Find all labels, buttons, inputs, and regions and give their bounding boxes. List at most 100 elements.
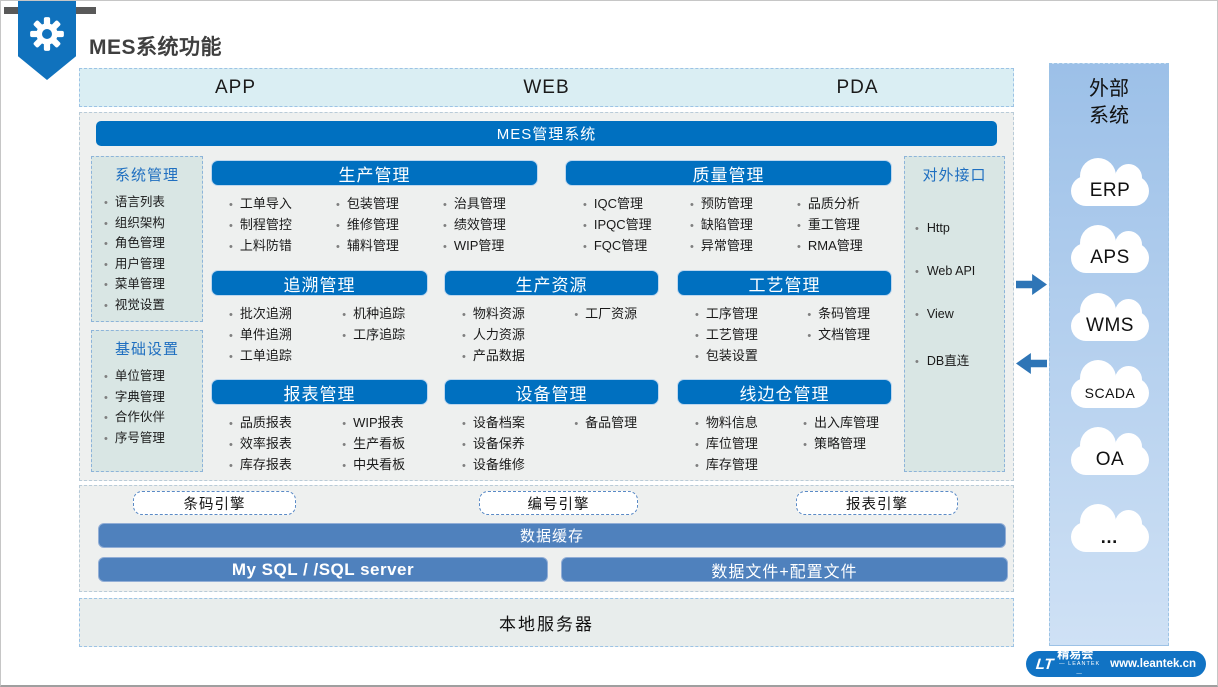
- bullet-item: 绩效管理: [443, 215, 538, 236]
- box-title: 对外接口: [922, 167, 987, 184]
- bullet-item: 工厂资源: [574, 304, 659, 325]
- module-production-management: 生产管理 工单导入 制程管控 上料防错 包装管理 维修管理 辅料管理 治具管理 …: [211, 160, 538, 257]
- bullet-item: 库存管理: [695, 455, 791, 476]
- bullet-list: 设备档案 设备保养 设备维修: [450, 413, 562, 476]
- cloud-label: WMS: [1086, 315, 1134, 336]
- bullet-list: 条码管理 文档管理: [795, 304, 892, 367]
- bullet-list: 备品管理: [562, 413, 659, 476]
- module-lineside-warehouse: 线边仓管理 物料信息 库位管理 库存管理 出入库管理 策略管理: [677, 379, 892, 476]
- module-header: 生产资源: [444, 270, 659, 296]
- arrow-right-icon: [1016, 274, 1047, 295]
- bullet-item: WIP报表: [342, 413, 428, 434]
- bullet-item: 效率报表: [229, 434, 330, 455]
- bullet-item: 缺陷管理: [690, 215, 785, 236]
- bullet-item: FQC管理: [583, 236, 678, 257]
- bullet-list: IQC管理 IPQC管理 FQC管理: [571, 194, 678, 257]
- client-web-label: WEB: [523, 76, 570, 98]
- bullet-item: 批次追溯: [229, 304, 330, 325]
- bullet-item: 策略管理: [803, 434, 892, 455]
- bullet-item: 单件追溯: [229, 325, 330, 346]
- bullet-item: View: [915, 307, 1004, 321]
- cloud-erp: ERP: [1071, 158, 1149, 206]
- bullet-item: 字典管理: [104, 388, 202, 409]
- bullet-item: 机种追踪: [342, 304, 428, 325]
- module-header: 质量管理: [565, 160, 892, 186]
- bullet-item: 重工管理: [797, 215, 892, 236]
- report-engine: 报表引擎: [796, 491, 958, 515]
- cloud-wms: WMS: [1071, 293, 1149, 341]
- cloud-oa: OA: [1071, 427, 1149, 475]
- module-header: 线边仓管理: [677, 379, 892, 405]
- bullet-list: 包装管理 维修管理 辅料管理: [324, 194, 431, 257]
- bullet-item: 异常管理: [690, 236, 785, 257]
- bullet-list: 品质报表 效率报表 库存报表: [217, 413, 330, 476]
- module-header: 报表管理: [211, 379, 428, 405]
- bullet-item: 库存报表: [229, 455, 330, 476]
- bullet-item: 物料资源: [462, 304, 562, 325]
- gear-badge: [18, 1, 76, 80]
- bullet-item: 物料信息: [695, 413, 791, 434]
- data-cache-bar: 数据缓存: [98, 523, 1006, 548]
- module-header: 生产管理: [211, 160, 538, 186]
- box-external-interface: 对外接口 Http Web API View DB直连: [904, 156, 1005, 472]
- barcode-engine: 条码引擎: [133, 491, 296, 515]
- client-layer-bar: APP WEB PDA: [79, 68, 1014, 107]
- cloud-scada: SCADA: [1071, 360, 1149, 408]
- database-bar: My SQL / /SQL server: [98, 557, 548, 582]
- cloud-aps: APS: [1071, 225, 1149, 273]
- bullet-list: 物料资源 人力资源 产品数据: [450, 304, 562, 367]
- brand-name: 精易会: [1057, 647, 1094, 661]
- bullet-item: 工序管理: [695, 304, 795, 325]
- bullet-item: 用户管理: [104, 255, 202, 276]
- bullet-list: Http Web API View DB直连: [905, 221, 1004, 369]
- bullet-item: WIP管理: [443, 236, 538, 257]
- numbering-engine: 编号引擎: [479, 491, 638, 515]
- module-production-resources: 生产资源 物料资源 人力资源 产品数据 工厂资源: [444, 270, 659, 367]
- bullet-list: 批次追溯 单件追溯 工单追踪: [217, 304, 330, 367]
- bullet-list: 工序管理 工艺管理 包装设置: [683, 304, 795, 367]
- bullet-list: 工单导入 制程管控 上料防错: [217, 194, 324, 257]
- module-report-management: 报表管理 品质报表 效率报表 库存报表 WIP报表 生产看板 中央看板: [211, 379, 428, 476]
- bullet-item: 生产看板: [342, 434, 428, 455]
- box-title: 基础设置: [114, 341, 179, 358]
- bullet-list: 品质分析 重工管理 RMA管理: [785, 194, 892, 257]
- module-header: 追溯管理: [211, 270, 428, 296]
- mes-system-header: MES管理系统: [96, 121, 997, 146]
- bullet-item: 工序追踪: [342, 325, 428, 346]
- bullet-item: 备品管理: [574, 413, 659, 434]
- cloud-label: SCADA: [1084, 385, 1136, 401]
- bullet-item: 预防管理: [690, 194, 785, 215]
- external-systems-panel: 外部 系统 ERP APS WMS SCADA OA …: [1049, 63, 1169, 646]
- external-systems-title: 外部 系统: [1089, 78, 1129, 127]
- brand-subtitle: — LEANTEK —: [1059, 661, 1101, 677]
- bullet-item: 辅料管理: [336, 236, 431, 257]
- bullet-item: 工艺管理: [695, 325, 795, 346]
- bullet-item: 单位管理: [104, 367, 202, 388]
- bullet-item: 人力资源: [462, 325, 562, 346]
- bullet-item: 出入库管理: [803, 413, 892, 434]
- bullet-item: 序号管理: [104, 429, 202, 450]
- bullet-item: 角色管理: [104, 234, 202, 255]
- bullet-item: 上料防错: [229, 236, 324, 257]
- box-system-management: 系统管理 语言列表 组织架构 角色管理 用户管理 菜单管理 视觉设置: [91, 156, 203, 322]
- bullet-list: 机种追踪 工序追踪: [330, 304, 428, 367]
- bullet-item: 设备保养: [462, 434, 562, 455]
- bullet-item: RMA管理: [797, 236, 892, 257]
- bullet-item: 中央看板: [342, 455, 428, 476]
- bullet-item: Http: [915, 221, 1004, 235]
- client-app-label: APP: [214, 76, 257, 98]
- bullet-item: 品质分析: [797, 194, 892, 215]
- cloud-label: …: [1100, 526, 1120, 547]
- client-pda-label: PDA: [836, 76, 879, 98]
- bullet-item: IQC管理: [583, 194, 678, 215]
- module-equipment-management: 设备管理 设备档案 设备保养 设备维修 备品管理: [444, 379, 659, 476]
- module-quality-management: 质量管理 IQC管理 IPQC管理 FQC管理 预防管理 缺陷管理 异常管理 品…: [565, 160, 892, 257]
- bullet-item: 维修管理: [336, 215, 431, 236]
- bullet-item: 包装设置: [695, 346, 795, 367]
- bullet-item: 库位管理: [695, 434, 791, 455]
- bullet-item: 工单追踪: [229, 346, 330, 367]
- bullet-item: 菜单管理: [104, 275, 202, 296]
- bullet-item: 文档管理: [807, 325, 892, 346]
- bullet-item: 组织架构: [104, 214, 202, 235]
